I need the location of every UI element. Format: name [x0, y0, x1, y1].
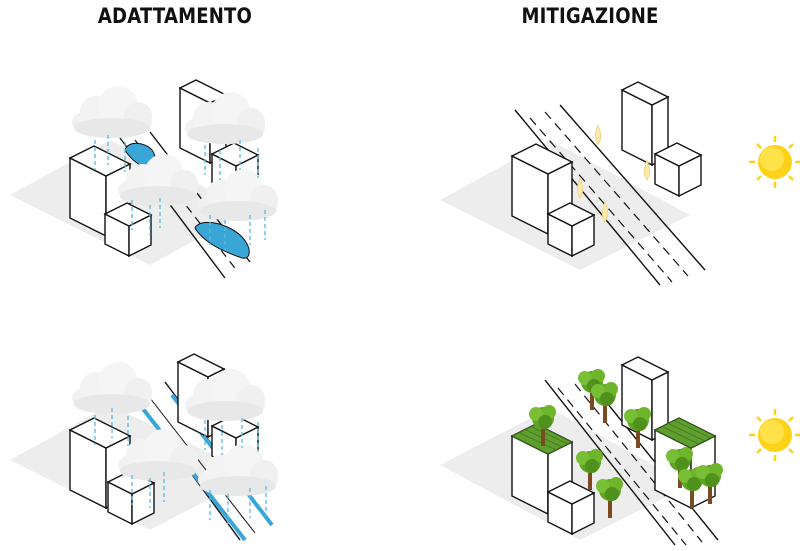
building: [653, 417, 717, 509]
building: [547, 480, 595, 535]
cloud-icon: [72, 86, 152, 138]
road: [544, 379, 719, 546]
panel-mitigazione-green: [440, 356, 800, 546]
panel-adattamento-flooding: [10, 79, 278, 279]
water-puddle-icon: [194, 221, 250, 259]
heading-adattamento: ADATTAMENTO: [97, 4, 253, 28]
cloud-icon: [72, 362, 152, 414]
sun-icon: [747, 407, 800, 463]
cloud-icon: [198, 169, 278, 221]
heading-mitigazione: MITIGAZIONE: [521, 4, 659, 28]
building: [547, 202, 595, 257]
building: [654, 142, 702, 197]
sun-icon: [747, 134, 800, 190]
building: [104, 202, 152, 257]
road: [514, 104, 706, 286]
panel-mitigazione-heat: [440, 81, 800, 286]
panel-adattamento-drainage: [10, 353, 278, 542]
green-roof-icon: [653, 417, 717, 449]
